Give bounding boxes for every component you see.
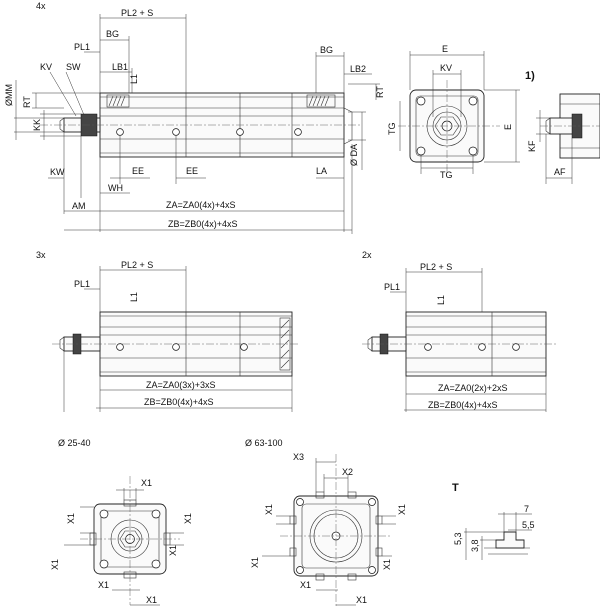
dim-ee-1: EE [132, 166, 144, 176]
dim-x1-left-a-d25: X1 [66, 513, 76, 524]
view-2x: 2x PL2 + S PL1 L1 ZA=ZA0(2x)+2xS ZB=ZB0(… [362, 250, 556, 412]
view-t-slot: T 7 5,5 5,3 3,8 [452, 482, 535, 560]
detail-note-1: 1) KF AF [525, 70, 600, 184]
dim-da: Ø DA [349, 144, 359, 166]
dim-rt-left: RT [22, 96, 32, 108]
dim-x1-bot-a-d25: X1 [98, 580, 109, 590]
t-slot-profile [495, 531, 525, 549]
dim-t7: 7 [524, 504, 529, 514]
dim-lb1: LB1 [112, 62, 128, 72]
dim-l1-2x: L1 [436, 295, 446, 305]
dim-zb-3x: ZB=ZB0(4x)+4xS [144, 397, 214, 407]
dim-x1-right-a-d25: X1 [183, 513, 193, 524]
dim-mm: ØMM [4, 84, 14, 106]
dim-pl1-2x: PL1 [384, 282, 400, 292]
label-4x: 4x [36, 1, 46, 11]
view-d63-100: Ø 63-100 X3 X2 X1 X1 X1 X [245, 438, 407, 606]
dim-rt-right: RT [375, 86, 385, 98]
end-view: E KV TG TG E [387, 44, 520, 180]
dim-x1-right-a-d63: X1 [397, 504, 407, 515]
label-2x: 2x [362, 250, 372, 260]
dim-lb2: LB2 [350, 64, 366, 74]
label-d63-100: Ø 63-100 [245, 438, 283, 448]
dim-kv-4x: KV [40, 62, 52, 72]
dim-tg-left: TG [387, 123, 397, 136]
view-d25-40: Ø 25-40 X1 X1 X1 X1 X1 X1 X1 [50, 438, 193, 606]
dim-x1-left-b-d25: X1 [50, 559, 60, 570]
label-d25-40: Ø 25-40 [58, 438, 91, 448]
dim-e-top: E [442, 44, 448, 54]
dim-zb-4x: ZB=ZB0(4x)+4xS [168, 219, 238, 229]
dim-ee-2: EE [186, 166, 198, 176]
label-t: T [452, 482, 459, 494]
dim-wh: WH [108, 183, 123, 193]
dim-l1-3x: L1 [129, 292, 139, 302]
view-4x: 4x PL2 + S BG [4, 1, 385, 234]
dim-x1-left-a-d63: X1 [264, 504, 274, 515]
dim-x1-top-d25: X1 [141, 478, 152, 488]
dim-bg-left: BG [106, 29, 119, 39]
dim-x1-right-b-d25: X1 [168, 545, 178, 556]
dim-kk: KK [32, 119, 42, 131]
dim-x1-left-b-d63: X1 [250, 557, 260, 568]
dim-t38: 3,8 [470, 539, 480, 552]
dim-zb-2x: ZB=ZB0(4x)+4xS [428, 400, 498, 410]
view-3x: 3x PL2 + S PL1 L1 ZA=ZA0(3x)+3xS ZB=ZB0(… [36, 250, 300, 412]
dim-kw: KW [50, 167, 65, 177]
dim-bg-right: BG [320, 45, 333, 55]
dim-x1-right-b-d63: X1 [382, 559, 392, 570]
dim-am: AM [72, 201, 86, 211]
dim-pl2s-4x: PL2 + S [121, 8, 153, 18]
label-3x: 3x [36, 250, 46, 260]
dim-e-right: E [503, 124, 513, 130]
dim-pl2s-2x: PL2 + S [420, 262, 452, 272]
dim-x1-bot-a-d63: X1 [300, 580, 311, 590]
dim-za-3x: ZA=ZA0(3x)+3xS [146, 380, 216, 390]
dim-t55: 5,5 [522, 520, 535, 530]
dim-t53: 5,3 [453, 532, 463, 545]
dim-x3: X3 [293, 452, 304, 462]
dim-la: LA [316, 166, 327, 176]
dim-sw: SW [66, 62, 81, 72]
dim-x2: X2 [342, 467, 353, 477]
label-note-1: 1) [525, 70, 535, 82]
dim-tg-bottom: TG [440, 170, 453, 180]
dim-kv-end: KV [440, 63, 452, 73]
dim-pl1-4x: PL1 [74, 42, 90, 52]
dim-x1-bot-b-d63: X1 [356, 595, 367, 605]
dim-pl2s-3x: PL2 + S [121, 260, 153, 270]
dim-x1-bot-b-d25: X1 [146, 595, 157, 605]
dim-za-2x: ZA=ZA0(2x)+2xS [438, 383, 508, 393]
dim-za-4x: ZA=ZA0(4x)+4xS [166, 200, 236, 210]
dim-kf: KF [527, 140, 537, 152]
dim-l1-4x: L1 [129, 74, 139, 84]
dim-pl1-3x: PL1 [74, 279, 90, 289]
dim-af: AF [554, 167, 566, 177]
